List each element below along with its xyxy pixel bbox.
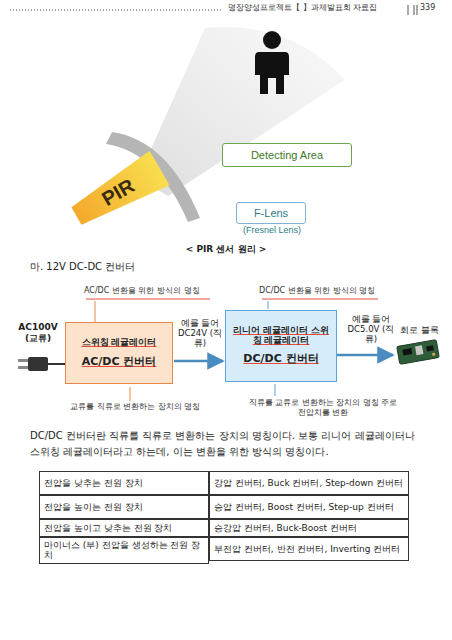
converter-box: 리니어 레귤레이터 스위칭 레귤레이터 DC/DC 컨버터 [225,310,337,382]
text-label: 339 [420,3,448,13]
text-label: DC/DC 변환을 위한 방식의 명칭 [259,286,389,296]
table-cell: 강압 컨버터, Buck 컨버터, Step-down 컨버터 [209,471,409,495]
node-heading: 스위칭 레귤레이터 [82,338,157,348]
text-label: 교류를 직류로 변환하는 장치의 명칭 [70,402,230,412]
figure-caption: < PIR 센서 원리 > [126,244,326,255]
node-label: Detecting Area [251,149,323,162]
output-arrow [337,354,393,357]
table-cell: 전압을 높이고 낮추는 전원 장치 [39,519,209,537]
node-label: (Fresnel Lens) [217,225,327,235]
text-label: 회로 블록 [400,325,448,335]
circuit-board-icon [397,340,440,365]
header-rule [10,10,222,11]
table-cell: 마이너스 (부) 전압을 생성하는 전원 장치 [39,537,209,564]
underline [262,299,378,300]
table-cell: 승압 컨버터, Boost 컨버터, Step-up 컨버터 [209,495,409,519]
node-heading: 리니어 레귤레이터 스위칭 레귤레이터 [230,326,332,346]
text-label: DC/DC 컨버터란 직류를 직류로 변환하는 장치의 명칭이다. 보통 리니어… [30,428,425,459]
label-box: Detecting Area [222,143,352,167]
label-box: F-Lens(Fresnel Lens) [236,202,306,224]
pir-shape [66,151,169,234]
text-label: 마. 12V DC-DC 컨버터 [30,261,230,273]
converter-box: 스위칭 레귤레이터 AC/DC 컨버터 [65,322,173,384]
text-label: 직류를 교류로 변환하는 장치의 명칭 주로 전압치를 변환 [248,398,398,417]
leader-line [95,301,96,323]
header-separator [408,5,409,15]
node-label: AC/DC 컨버터 [82,356,157,369]
power-plug [18,357,67,371]
header-separator [414,5,415,15]
person-icon [255,31,289,94]
text-label: 예를 들어 DC5.0V (직류) [345,314,397,345]
table-cell: 승강압 컨버터, Buck-Boost 컨버터 [209,519,409,537]
node-label: DC/DC 컨버터 [243,353,318,366]
table-cell: 전압을 높이는 전원 장치 [39,495,209,519]
node-heading: F-Lens [254,207,288,220]
connector-arrow [174,360,223,363]
leader-line [268,301,269,309]
leader-line [130,387,131,401]
edge-label: 예를 들어 DC24V (직류) [176,318,224,349]
pir-sensor: PIR [65,150,172,235]
table-cell: 부전압 컨버터, 반전 컨버터, Inverting 컨버터 [209,537,409,561]
text-label: AC/DC 변환을 위한 방식의 명칭 [84,286,219,296]
leader-line [275,384,276,396]
text-label: 명장양성프로젝트【 】과제발표회 자료집 [228,3,403,13]
underline [86,299,210,300]
text-label: AC100V (교류) [15,322,61,344]
header-separator [417,5,418,15]
table-cell: 전압을 낮추는 전원 장치 [39,471,209,495]
